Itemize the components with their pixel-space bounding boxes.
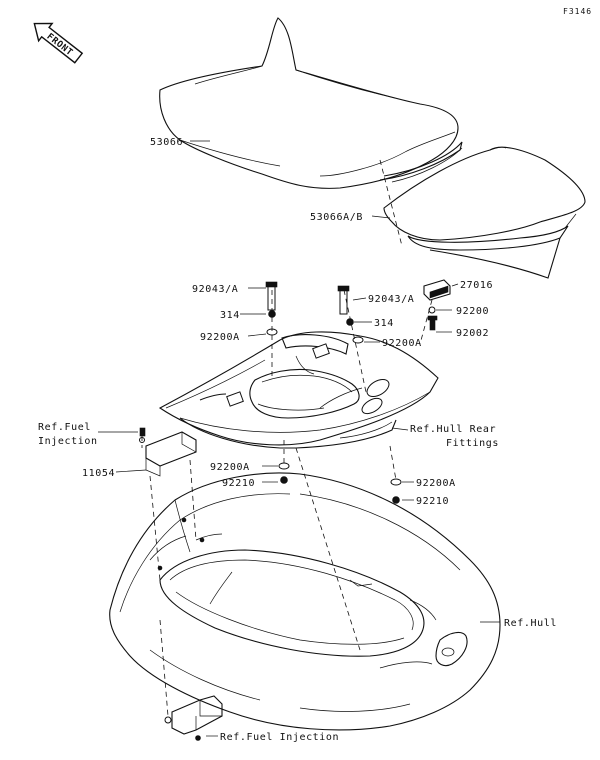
label-92200a-left: 92200A bbox=[200, 332, 240, 343]
label-ref-fuel-injection-top-2: Injection bbox=[38, 436, 98, 447]
label-53066: 53066 bbox=[150, 137, 183, 148]
washer-92200a-right bbox=[352, 336, 364, 344]
label-ref-hull-rear-1: Ref.Hull Rear bbox=[410, 424, 496, 435]
bracket-11054 bbox=[145, 431, 197, 477]
label-92200a-right: 92200A bbox=[382, 338, 422, 349]
label-ref-fuel-injection-bottom: Ref.Fuel Injection bbox=[220, 732, 339, 743]
label-11054: 11054 bbox=[82, 468, 115, 479]
bolt-92002 bbox=[427, 315, 438, 331]
label-ref-hull-rear-2: Fittings bbox=[446, 438, 499, 449]
nut-92210-mid bbox=[280, 476, 288, 484]
nut-92210-low bbox=[392, 496, 400, 504]
label-314-right: 314 bbox=[374, 318, 394, 329]
label-92043a-right: 92043/A bbox=[368, 294, 414, 305]
label-92002: 92002 bbox=[456, 328, 489, 339]
label-ref-fuel-injection-top-1: Ref.Fuel bbox=[38, 422, 91, 433]
rear-seat-53066ab bbox=[383, 146, 586, 279]
bolt-92043a-right bbox=[337, 285, 350, 315]
label-92200: 92200 bbox=[456, 306, 489, 317]
label-92043a-left: 92043/A bbox=[192, 284, 238, 295]
label-92210-mid: 92210 bbox=[222, 478, 255, 489]
label-ref-hull: Ref.Hull bbox=[504, 618, 557, 629]
hull bbox=[109, 472, 501, 731]
label-27016: 27016 bbox=[460, 280, 493, 291]
latch-27016 bbox=[423, 279, 451, 301]
label-53066ab: 53066A/B bbox=[310, 212, 363, 223]
washer-92200a-mid bbox=[278, 462, 290, 470]
bolt-92043a-left bbox=[265, 281, 278, 311]
seat-base-frame bbox=[158, 331, 439, 449]
label-92200a-mid: 92200A bbox=[210, 462, 250, 473]
assembly-lines bbox=[141, 289, 433, 717]
diagram-code: F3146 bbox=[563, 7, 592, 16]
leader-lines bbox=[98, 283, 500, 737]
fuel-injection-bracket bbox=[164, 695, 223, 741]
label-314-left: 314 bbox=[220, 310, 240, 321]
washer-92200 bbox=[428, 306, 436, 314]
label-92210-low: 92210 bbox=[416, 496, 449, 507]
label-92200a-low: 92200A bbox=[416, 478, 456, 489]
washer-92200a-low bbox=[390, 478, 402, 486]
front-arrow-icon: FRONT bbox=[33, 22, 84, 64]
seat-53066 bbox=[159, 17, 463, 247]
